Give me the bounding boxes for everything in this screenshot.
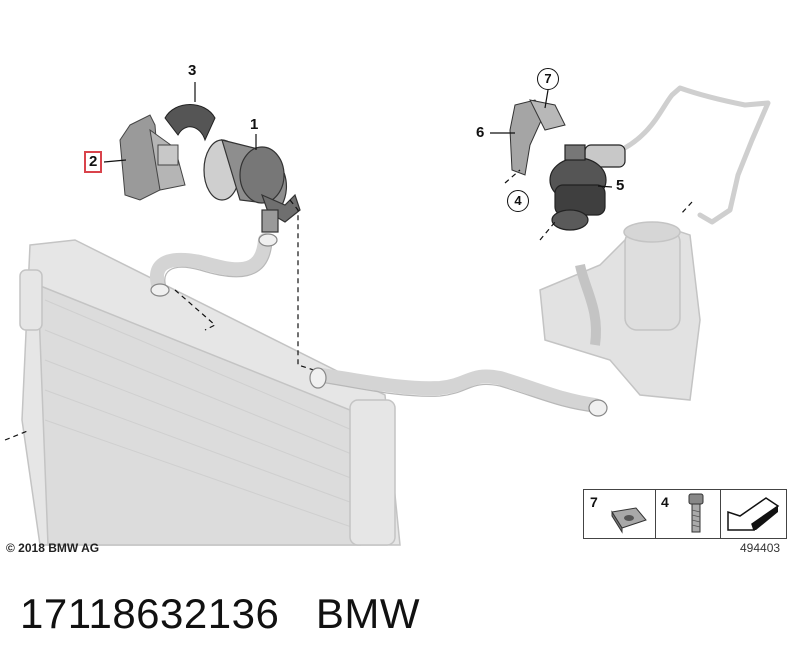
hose-left	[150, 233, 272, 297]
callout-7: 7	[537, 68, 559, 90]
callout-2: 2	[84, 151, 103, 173]
callout-5: 5	[616, 177, 625, 194]
legend-cell-bolt: 4	[655, 490, 721, 538]
clip-nut-icon	[611, 507, 647, 534]
footer-caption: 17118632136 BMW	[20, 590, 420, 638]
water-pump	[203, 139, 301, 233]
parts-legend: 7 4	[583, 489, 787, 539]
bolt-icon	[688, 493, 704, 533]
dashed-lines	[4, 169, 693, 441]
hose-bottom	[313, 368, 602, 412]
callout-3: 3	[188, 62, 197, 79]
legend-cell-arrow	[720, 490, 786, 538]
coolant-valve	[549, 144, 626, 231]
callout-1: 1	[250, 116, 259, 133]
parts-diagram	[4, 82, 771, 546]
hose-connectors	[150, 233, 608, 417]
legend-number-7: 7	[590, 494, 598, 510]
part-number: 17118632136	[20, 590, 280, 637]
pump-bracket	[119, 114, 186, 201]
legend-cell-clip: 7	[584, 490, 656, 538]
radiator	[19, 239, 401, 546]
diagram-number: 494403	[740, 541, 781, 555]
copyright-notice: © 2018 BMW AG	[6, 541, 100, 555]
oil-filter-housing	[539, 221, 701, 401]
valve-bracket	[509, 99, 566, 176]
legend-number-4: 4	[661, 494, 669, 510]
callout-6: 6	[476, 124, 485, 141]
direction-arrow-icon	[727, 497, 780, 531]
pipe-right	[607, 85, 771, 225]
clamp	[164, 104, 216, 142]
callout-4: 4	[507, 190, 529, 212]
leader-lines	[103, 82, 613, 188]
brand-name: BMW	[315, 590, 420, 637]
